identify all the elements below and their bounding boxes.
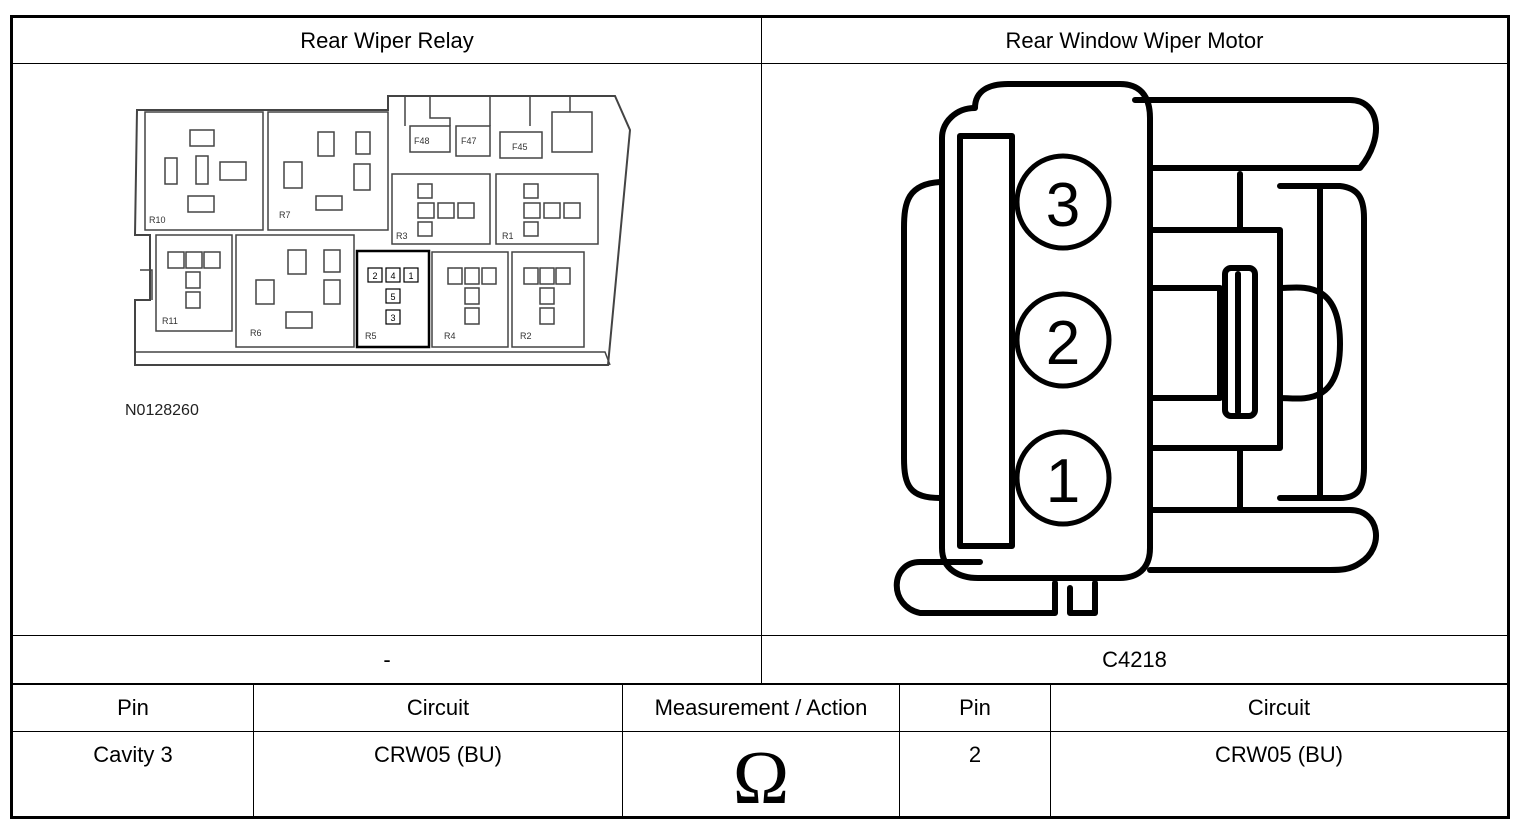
divider	[622, 685, 623, 816]
r5-pin-label: 1	[408, 271, 413, 281]
divider	[13, 731, 1507, 732]
divider	[253, 685, 254, 816]
relay-label: R4	[444, 331, 456, 341]
connector-pin-label: 3	[1046, 171, 1080, 240]
relay-label: R10	[149, 215, 166, 225]
r5-pin-label: 3	[390, 313, 395, 323]
fuse-label: F47	[461, 136, 477, 146]
column-header-pin: Pin	[117, 695, 149, 720]
fuse-label: F48	[414, 136, 430, 146]
r5-pin-label: 4	[390, 271, 395, 281]
column-header-circuit: Circuit	[1247, 695, 1311, 720]
divider	[1050, 685, 1051, 816]
ohm-symbol: Ω	[732, 735, 790, 820]
relay-label: R2	[520, 331, 532, 341]
connector-pin-label: 1	[1046, 447, 1080, 516]
divider	[13, 635, 1507, 636]
relay-label: R3	[396, 231, 408, 241]
column-header-pin: Pin	[959, 695, 991, 720]
column-header-measurement: Measurement / Action	[654, 695, 868, 720]
left-connector-id: -	[383, 646, 391, 672]
pinpoint-table	[10, 15, 1510, 819]
r5-pin-label: 5	[390, 292, 395, 302]
right-connector-id: C4218	[1102, 646, 1167, 672]
r5-pin-label: 2	[372, 271, 377, 281]
header-rear-wiper-relay: Rear Wiper Relay	[300, 28, 474, 53]
divider	[13, 63, 1507, 64]
table-cell-pin-a: Cavity 3	[93, 742, 173, 767]
relay-label: R7	[279, 210, 291, 220]
connector-face-diagram: 3 2 1	[893, 81, 1379, 616]
divider	[899, 685, 900, 816]
table-cell-circuit-b: CRW05 (BU)	[1215, 742, 1343, 767]
divider	[761, 18, 762, 683]
table-cell-pin-b: 2	[968, 742, 982, 767]
header-rear-window-wiper-motor: Rear Window Wiper Motor	[1005, 28, 1264, 53]
connector-pin-label: 2	[1046, 309, 1080, 378]
fuse-label: F45	[512, 142, 528, 152]
relay-label: R1	[502, 231, 514, 241]
column-header-circuit: Circuit	[406, 695, 470, 720]
relay-label: R5	[365, 331, 377, 341]
relay-box-diagram: 2 4 1 5 3 F48 F47 F45 R10 R7 R3 R1 R11 R…	[125, 95, 632, 419]
figure-id: N0128260	[125, 402, 199, 419]
table-cell-circuit-a: CRW05 (BU)	[374, 742, 502, 767]
divider	[13, 683, 1507, 685]
relay-label: R6	[250, 328, 262, 338]
relay-label: R11	[162, 316, 178, 326]
